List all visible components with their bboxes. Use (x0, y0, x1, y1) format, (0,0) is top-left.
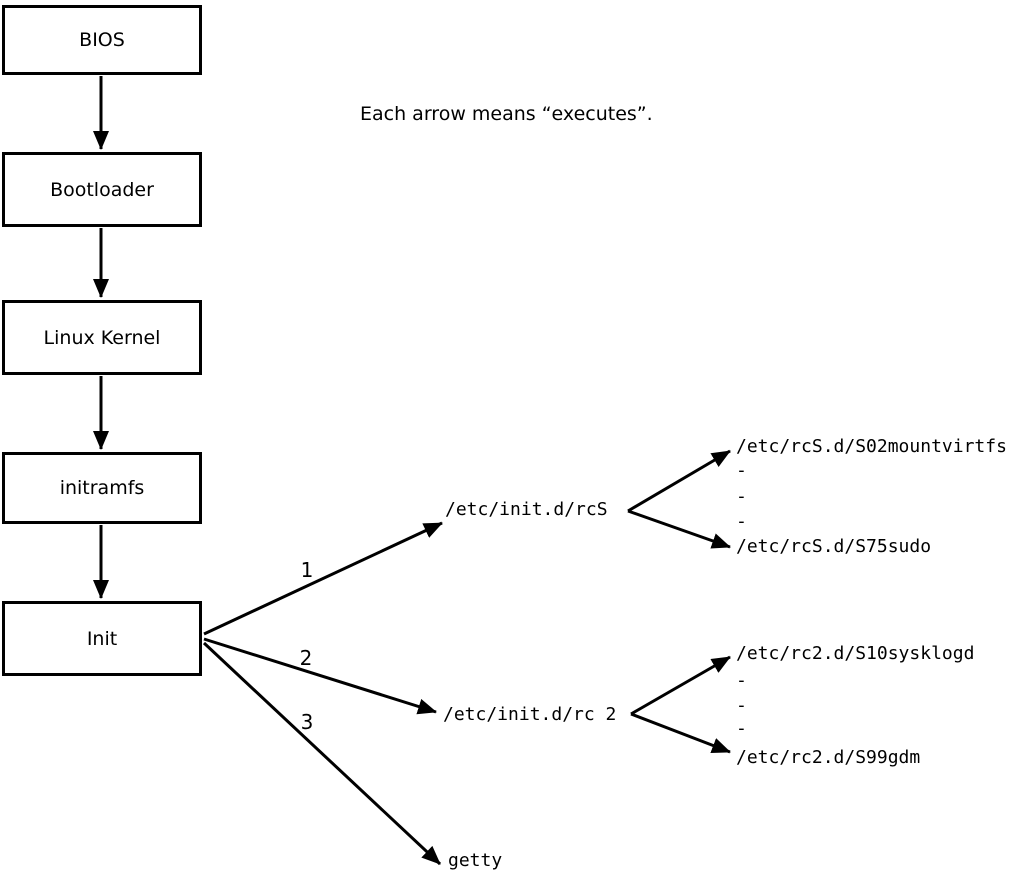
node-linux-kernel: Linux Kernel (2, 300, 202, 375)
branch-number-1: 1 (300, 558, 314, 582)
node-bios: BIOS (2, 5, 202, 75)
arrow-init-to-rcs (203, 521, 443, 636)
node-bootloader-label: Bootloader (50, 178, 154, 201)
branch-number-3: 3 (300, 710, 314, 734)
node-getty: getty (448, 850, 503, 871)
node-bios-label: BIOS (79, 29, 125, 51)
rc2-ellipsis-dash: - (736, 670, 747, 691)
node-rcs-child-last: /etc/rcS.d/S75sudo (736, 536, 932, 557)
node-bootloader: Bootloader (2, 152, 202, 227)
arrow-init-to-rc2 (203, 637, 437, 715)
arrow-rc2-to-s10sysklogd (630, 655, 731, 716)
node-rc2-script: /etc/init.d/rc 2 (443, 704, 617, 725)
arrow-rcs-to-s02mountvirtfs (627, 449, 731, 513)
arrow-init-to-getty (202, 641, 442, 866)
rc2-ellipsis-dash: - (736, 718, 747, 739)
node-init-label: Init (86, 627, 118, 650)
node-rcs-script: /etc/init.d/rcS (445, 499, 608, 520)
node-rc2-child-first: /etc/rc2.d/S10sysklogd (736, 643, 975, 664)
rcs-ellipsis-dash: - (736, 511, 747, 532)
arrow-rc2-to-s99gdm (630, 712, 731, 754)
rc2-ellipsis-dash: - (736, 695, 747, 716)
node-rcs-child-first: /etc/rcS.d/S02mountvirtfs (736, 436, 1007, 457)
node-init: Init (2, 601, 202, 676)
node-initramfs: initramfs (2, 452, 202, 524)
branch-number-2: 2 (299, 646, 313, 670)
node-initramfs-label: initramfs (59, 477, 145, 499)
node-rc2-child-last: /etc/rc2.d/S99gdm (736, 747, 921, 768)
arrow-rcs-to-s75sudo (627, 509, 731, 549)
legend-caption: Each arrow means “executes”. (360, 103, 653, 125)
rcs-ellipsis-dash: - (736, 486, 747, 507)
node-linux-kernel-label: Linux Kernel (43, 326, 161, 349)
rcs-ellipsis-dash: - (736, 460, 747, 481)
